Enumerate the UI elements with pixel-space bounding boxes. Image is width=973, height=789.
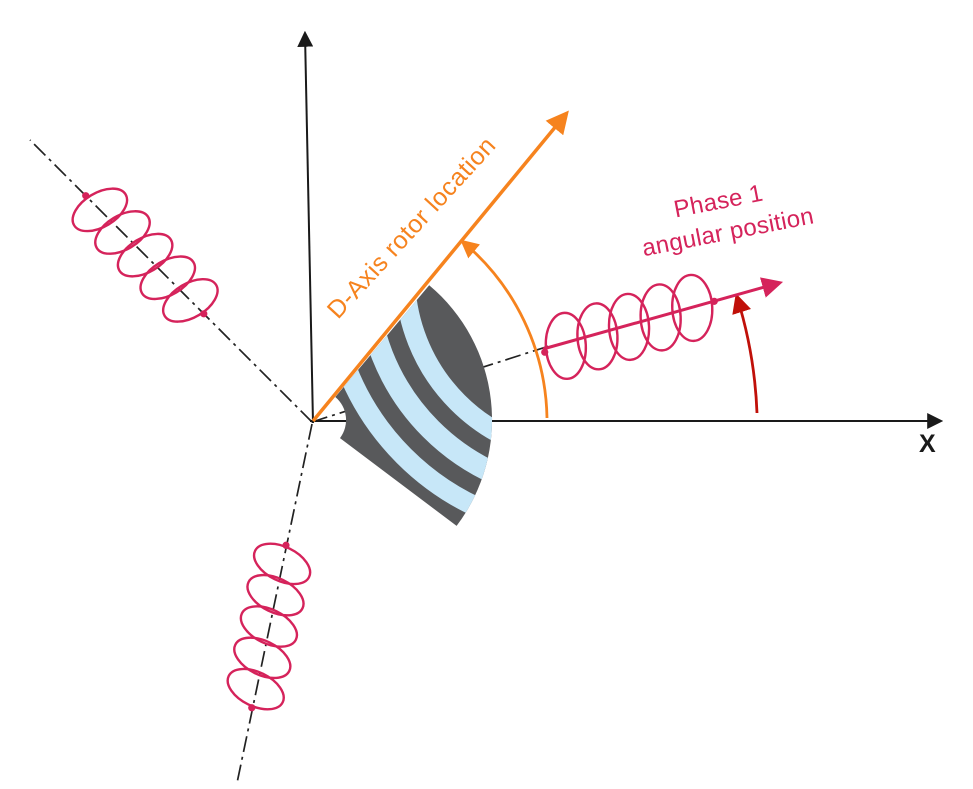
phase2-coil [71, 187, 219, 323]
coil-loop [94, 210, 151, 255]
phase1-coil-terminal-dot [710, 297, 718, 305]
x-axis-label: X [919, 430, 936, 458]
coil-loop [116, 232, 174, 278]
phase2-axis-dashdot-line [29, 139, 313, 423]
y-axis-line [297, 30, 314, 424]
coil-loop [162, 277, 219, 323]
d-axis-angle-arc [460, 239, 549, 419]
phase1-label: Phase 1 angular position [634, 171, 816, 262]
coil-loop [607, 292, 651, 362]
coil-loop [233, 636, 292, 680]
d-axis-arrow [311, 110, 569, 423]
coil-loop [576, 302, 619, 371]
d-axis-label: D-Axis rotor location [322, 131, 502, 324]
phase3-axis-dashdot-line [236, 423, 313, 784]
coil-loop [671, 273, 714, 343]
coil-loop [239, 605, 299, 648]
coil-loop [226, 667, 285, 711]
coil-loop [639, 283, 682, 352]
phase1-position-arrow [542, 277, 784, 351]
phase3-coil [226, 541, 312, 712]
coil-loop [71, 187, 129, 233]
coil-loop [252, 542, 312, 586]
phase2-coil-terminal-dot [82, 192, 90, 200]
flux-barrier-inner [335, 285, 493, 526]
rotor-segment [335, 285, 493, 526]
coil-loop [544, 311, 588, 381]
coil-loop [246, 573, 305, 617]
phase3-coil-terminal-dot [248, 704, 256, 712]
phase2-coil-terminal-dot [200, 310, 208, 318]
coil-loop [139, 255, 197, 301]
flux-barrier-outer [395, 285, 493, 465]
phase1-coil [541, 273, 718, 381]
phase1-angle-arc [732, 293, 759, 414]
